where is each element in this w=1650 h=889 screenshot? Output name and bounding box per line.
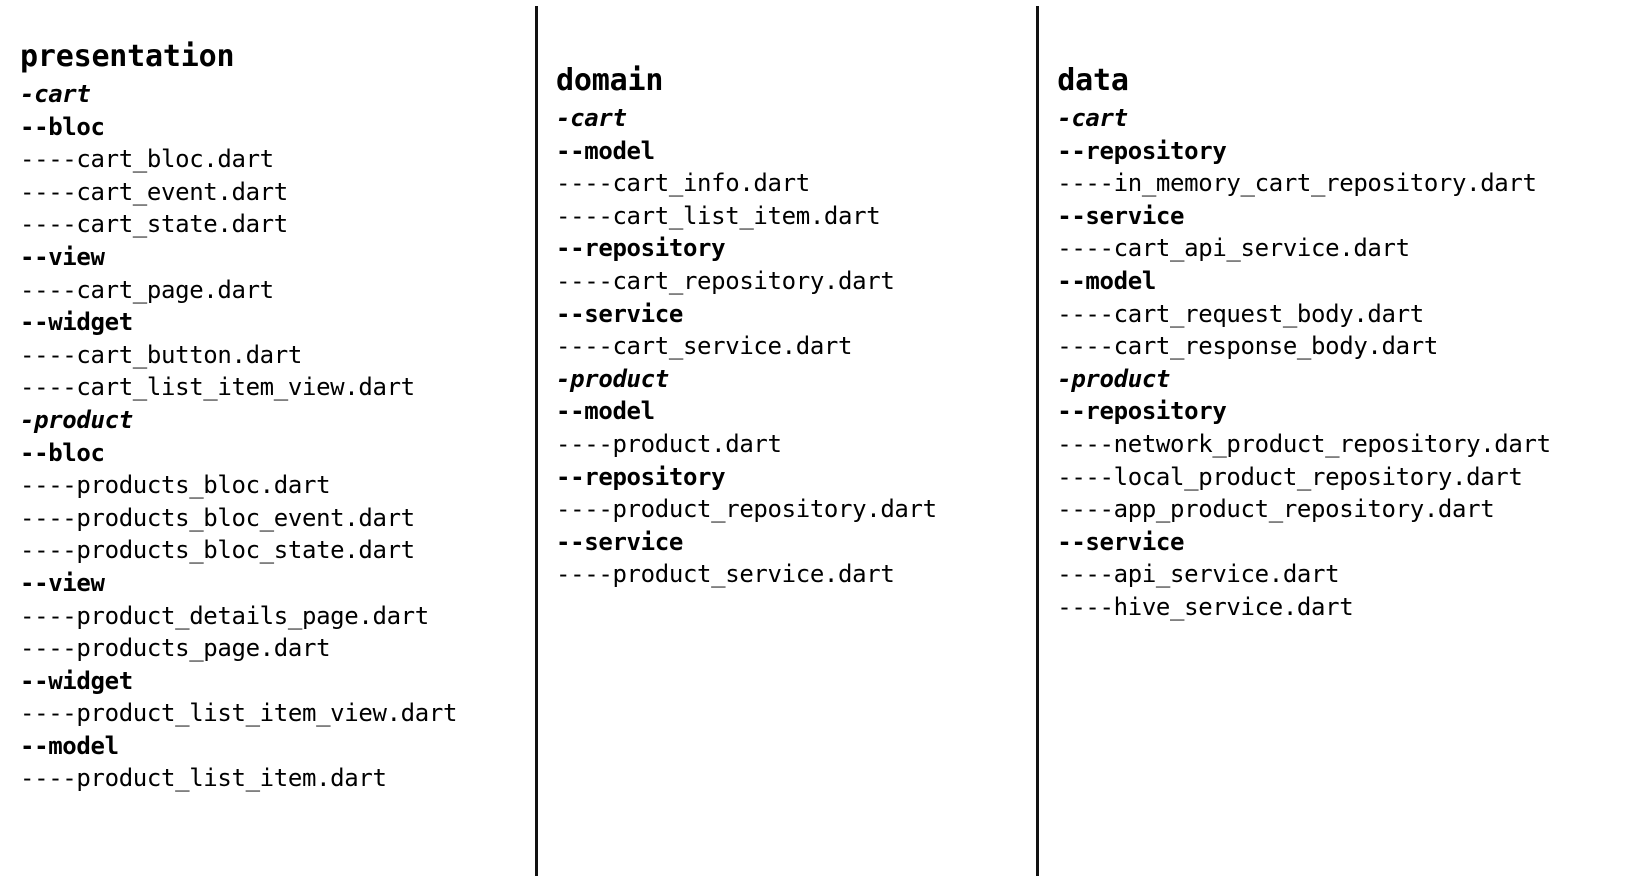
tree-node-file: ----products_bloc_event.dart: [20, 503, 415, 532]
tree-node-file: ----product_list_item.dart: [20, 764, 387, 793]
tree-node-file: ----cart_page.dart: [20, 275, 274, 304]
tree-node-layer: --model: [1057, 266, 1156, 295]
column-title-data: data: [1057, 63, 1129, 98]
tree-node-file: ----product_details_page.dart: [20, 601, 429, 630]
tree-node-feature: -product: [556, 364, 669, 393]
tree-node-file: ----cart_state.dart: [20, 210, 288, 239]
tree-node-feature: -product: [1057, 364, 1171, 393]
tree-node-layer: --service: [556, 299, 683, 328]
tree-node-layer: --service: [1057, 527, 1185, 556]
tree-node-file: ----cart_response_body.dart: [1057, 332, 1438, 361]
column-divider-1: [535, 6, 539, 876]
tree-node-file: ----cart_request_body.dart: [1057, 299, 1424, 328]
tree-node-file: ----product_list_item_view.dart: [20, 699, 458, 728]
tree-node-layer: --repository: [1057, 397, 1227, 426]
tree-node-layer: --model: [556, 136, 655, 165]
tree-domain: -cart --model ----cart_info.dart ----cart_l…: [556, 102, 1036, 591]
tree-presentation: -cart --bloc ----cart_bloc.dart ----cart_ev…: [20, 78, 535, 795]
tree-node-file: ----product.dart: [556, 429, 782, 458]
column-domain: domain -cart --model ----cart_info.dart ---…: [538, 0, 1036, 889]
tree-node-feature: -cart: [556, 104, 627, 132]
tree-node-file: ----cart_api_service.dart: [1057, 234, 1410, 263]
tree-node-layer: --service: [556, 527, 683, 556]
tree-node-file: ----product_repository.dart: [556, 495, 937, 524]
tree-node-layer: --widget: [20, 666, 133, 695]
tree-node-layer: --service: [1057, 201, 1185, 230]
tree-node-layer: --widget: [20, 308, 133, 337]
tree-node-file: ----product_service.dart: [556, 560, 895, 589]
tree-node-file: ----cart_list_item_view.dart: [20, 373, 415, 402]
tree-node-layer: --model: [556, 397, 655, 426]
tree-node-layer: --repository: [556, 234, 726, 263]
tree-node-feature: -cart: [1057, 104, 1128, 132]
tree-node-file: ----network_product_repository.dart: [1057, 429, 1551, 458]
tree-node-layer: --repository: [1057, 136, 1227, 165]
column-title-domain: domain: [556, 63, 664, 98]
column-title-presentation: presentation: [20, 39, 235, 74]
tree-node-file: ----cart_repository.dart: [556, 266, 895, 295]
tree-node-file: ----cart_bloc.dart: [20, 145, 274, 174]
tree-node-layer: --view: [20, 242, 105, 271]
tree-node-feature: -product: [20, 405, 133, 434]
tree-node-file: ----cart_event.dart: [20, 177, 288, 206]
column-presentation: presentation -cart --bloc ----cart_bloc.da…: [0, 0, 535, 889]
tree-node-file: ----app_product_repository.dart: [1057, 495, 1495, 524]
tree-node-file: ----cart_service.dart: [556, 332, 853, 361]
tree-node-layer: --repository: [556, 462, 726, 491]
column-divider-2: [1036, 6, 1040, 876]
tree-node-layer: --bloc: [20, 112, 105, 141]
tree-node-file: ----cart_button.dart: [20, 340, 302, 369]
column-data: data -cart --repository ----in_memory_cart…: [1039, 0, 1650, 889]
tree-node-file: ----products_page.dart: [20, 634, 331, 663]
tree-node-file: ----hive_service.dart: [1057, 592, 1354, 621]
tree-node-layer: --model: [20, 731, 119, 760]
tree-data: -cart --repository ----in_memory_cart_repo…: [1057, 102, 1650, 624]
tree-node-feature: -cart: [20, 80, 91, 108]
tree-node-file: ----products_bloc.dart: [20, 471, 331, 500]
tree-node-layer: --view: [20, 568, 105, 597]
tree-node-file: ----cart_info.dart: [556, 169, 810, 198]
tree-node-file: ----local_product_repository.dart: [1057, 462, 1523, 491]
tree-node-file: ----products_bloc_state.dart: [20, 536, 415, 565]
tree-node-file: ----cart_list_item.dart: [556, 201, 881, 230]
tree-node-file: ----api_service.dart: [1057, 560, 1340, 589]
tree-node-file: ----in_memory_cart_repository.dart: [1057, 169, 1537, 198]
tree-node-layer: --bloc: [20, 438, 105, 467]
